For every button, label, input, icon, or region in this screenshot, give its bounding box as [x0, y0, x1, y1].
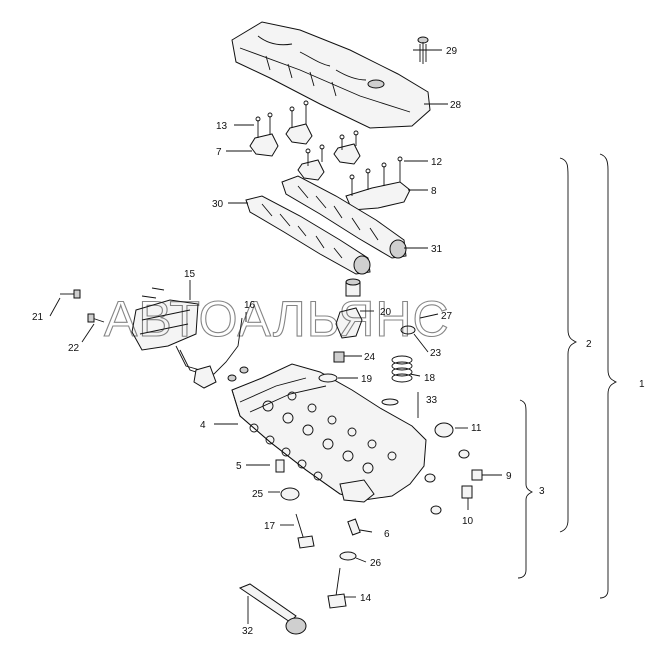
valve-train-parts	[318, 278, 483, 515]
callout-25: 25	[252, 489, 264, 500]
callout-labels: 1 2 3 4 5 6 7 8 9 10 11 12 13 14 15 16 1…	[32, 46, 645, 637]
callout-8: 8	[431, 186, 437, 197]
callout-4: 4	[200, 420, 206, 431]
callout-26: 26	[370, 558, 382, 569]
group-braces	[517, 153, 618, 599]
callout-22: 22	[68, 343, 80, 354]
gasket-group	[60, 287, 243, 389]
callout-29: 29	[446, 46, 458, 57]
camshafts	[245, 175, 407, 275]
callout-3: 3	[539, 486, 545, 497]
callout-7: 7	[216, 147, 222, 158]
callout-5: 5	[236, 461, 242, 472]
callout-31: 31	[431, 244, 443, 255]
callout-12: 12	[431, 157, 443, 168]
callout-9: 9	[506, 471, 512, 482]
callout-21: 21	[32, 312, 44, 323]
callout-10: 10	[462, 516, 474, 527]
callout-19: 19	[361, 374, 373, 385]
camshaft-caps	[249, 100, 411, 211]
bolt-29	[417, 36, 429, 64]
callout-23: 23	[430, 348, 442, 359]
watermark-text: АВТОАЛЬЯНС	[104, 291, 450, 347]
callout-2: 2	[586, 339, 592, 350]
leader-lines	[49, 49, 502, 624]
callout-20: 20	[380, 307, 392, 318]
callout-28: 28	[450, 100, 462, 111]
callout-18: 18	[424, 373, 436, 384]
callout-6: 6	[384, 529, 390, 540]
callout-1: 1	[639, 379, 645, 390]
lower-parts	[238, 459, 361, 635]
callout-13: 13	[216, 121, 228, 132]
callout-16: 16	[244, 300, 256, 311]
callout-17: 17	[264, 521, 276, 532]
callout-30: 30	[212, 199, 224, 210]
valve-cover	[231, 21, 431, 129]
callout-27: 27	[441, 311, 453, 322]
callout-33: 33	[426, 395, 438, 406]
callout-14: 14	[360, 593, 372, 604]
callout-32: 32	[242, 626, 254, 637]
guide-5	[275, 459, 285, 473]
cylinder-head	[227, 363, 427, 503]
callout-15: 15	[184, 269, 196, 280]
callout-11: 11	[471, 423, 482, 434]
callout-24: 24	[364, 352, 376, 363]
